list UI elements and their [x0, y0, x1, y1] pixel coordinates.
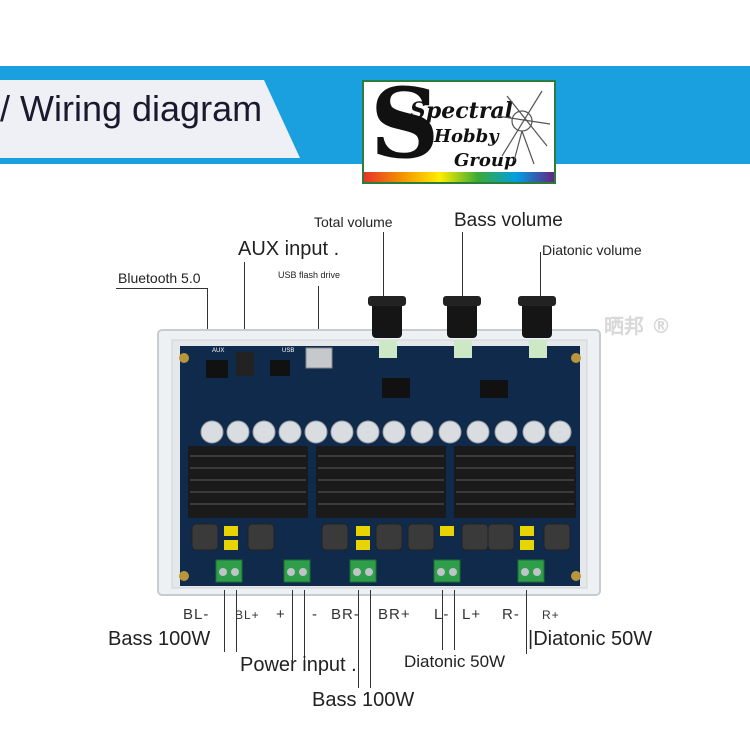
knob-total-volume: [368, 296, 406, 358]
bass-left-leader-2: [236, 590, 237, 652]
logo-word-spectral: Spectral: [410, 98, 514, 124]
label-bass-100w-bottom: Bass 100W: [312, 689, 415, 711]
knob-bass-volume: [443, 296, 481, 358]
label-bass-volume: Bass volume: [454, 210, 563, 231]
label-diatonic-50w-right: |Diatonic 50W: [528, 628, 653, 650]
term-bl-plus: BL+: [235, 608, 260, 622]
term-r-minus: R-: [502, 606, 520, 623]
diatonic-mid-leader-2: [454, 590, 455, 650]
bass-left-leader: [224, 590, 225, 652]
logo-rainbow-bar: [364, 172, 554, 182]
aux-leader: [244, 262, 245, 354]
bass-volume-leader: [462, 232, 463, 302]
label-bluetooth: Bluetooth 5.0: [118, 270, 201, 286]
diatonic-mid-leader: [442, 590, 443, 650]
label-bass-100w-left: Bass 100W: [108, 628, 211, 650]
label-diatonic-50w-mid: Diatonic 50W: [404, 652, 506, 671]
term-br-minus: BR-: [331, 606, 360, 623]
logo-robot-sketch-icon: [496, 90, 551, 165]
bluetooth-leader-h: [116, 288, 208, 289]
amplifier-board: AUX USB: [157, 296, 601, 596]
power-leader: [292, 590, 293, 660]
knob-diatonic-volume: [518, 296, 556, 358]
term-plus: +: [276, 606, 286, 623]
page-title: / Wiring diagram: [0, 88, 263, 129]
term-bl-minus: BL-: [183, 606, 210, 623]
term-l-minus: L-: [434, 606, 449, 623]
silk-aux: AUX: [212, 348, 224, 354]
diatonic-volume-leader: [540, 252, 541, 300]
bass-bottom-leader: [358, 590, 359, 688]
power-leader-2: [304, 590, 305, 660]
logo-word-hobby: Hobby: [434, 126, 499, 147]
bluetooth-leader-v: [207, 288, 208, 360]
term-r-plus: R+: [542, 608, 560, 622]
term-minus: -: [312, 606, 318, 623]
watermark: 晒邦 ®: [604, 314, 671, 338]
total-volume-leader: [383, 232, 384, 304]
logo-s-letter: S: [370, 80, 440, 180]
bass-bottom-leader-2: [370, 590, 371, 688]
label-power-input: Power input .: [240, 654, 357, 676]
silk-usb: USB: [282, 348, 294, 354]
term-br-plus: BR+: [378, 606, 411, 623]
usb-leader: [318, 286, 319, 350]
spectral-hobby-group-logo: S Spectral Hobby Group: [362, 80, 556, 184]
label-usb-flash-drive: USB flash drive: [278, 270, 341, 280]
term-l-plus: L+: [462, 606, 482, 623]
title-box: [0, 80, 300, 158]
diatonic-right-leader: [526, 590, 527, 654]
label-total-volume: Total volume: [314, 214, 393, 230]
label-diatonic-volume: Diatonic volume: [542, 242, 642, 258]
label-aux-input: AUX input .: [238, 238, 340, 260]
logo-word-group: Group: [454, 150, 517, 171]
